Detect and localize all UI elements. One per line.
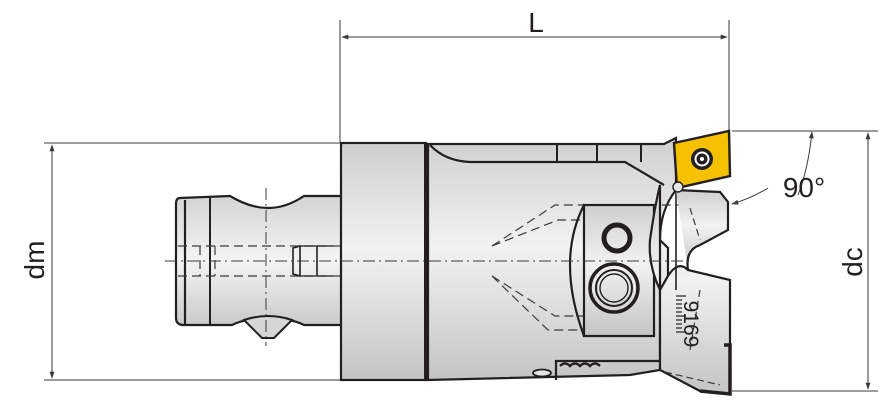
vernier-scale bbox=[676, 295, 686, 333]
approach-angle-label: 90° bbox=[783, 172, 825, 203]
dimension-length: L bbox=[339, 7, 730, 142]
shank-diameter-label: dm bbox=[19, 241, 50, 280]
centerlines bbox=[165, 188, 690, 346]
carbide-insert bbox=[672, 129, 732, 193]
dimension-approach-angle: 90° bbox=[731, 131, 825, 205]
part-marking: 9169 bbox=[679, 301, 702, 348]
tool-collar bbox=[339, 141, 428, 382]
dimension-cutting-diameter: dc bbox=[732, 130, 878, 392]
cutting-diameter-label: dc bbox=[837, 247, 868, 277]
dimension-shank-diameter: dm bbox=[19, 142, 342, 381]
length-label: L bbox=[528, 7, 544, 38]
tool-body bbox=[426, 136, 683, 382]
insert-holder: 9169 bbox=[648, 184, 732, 396]
